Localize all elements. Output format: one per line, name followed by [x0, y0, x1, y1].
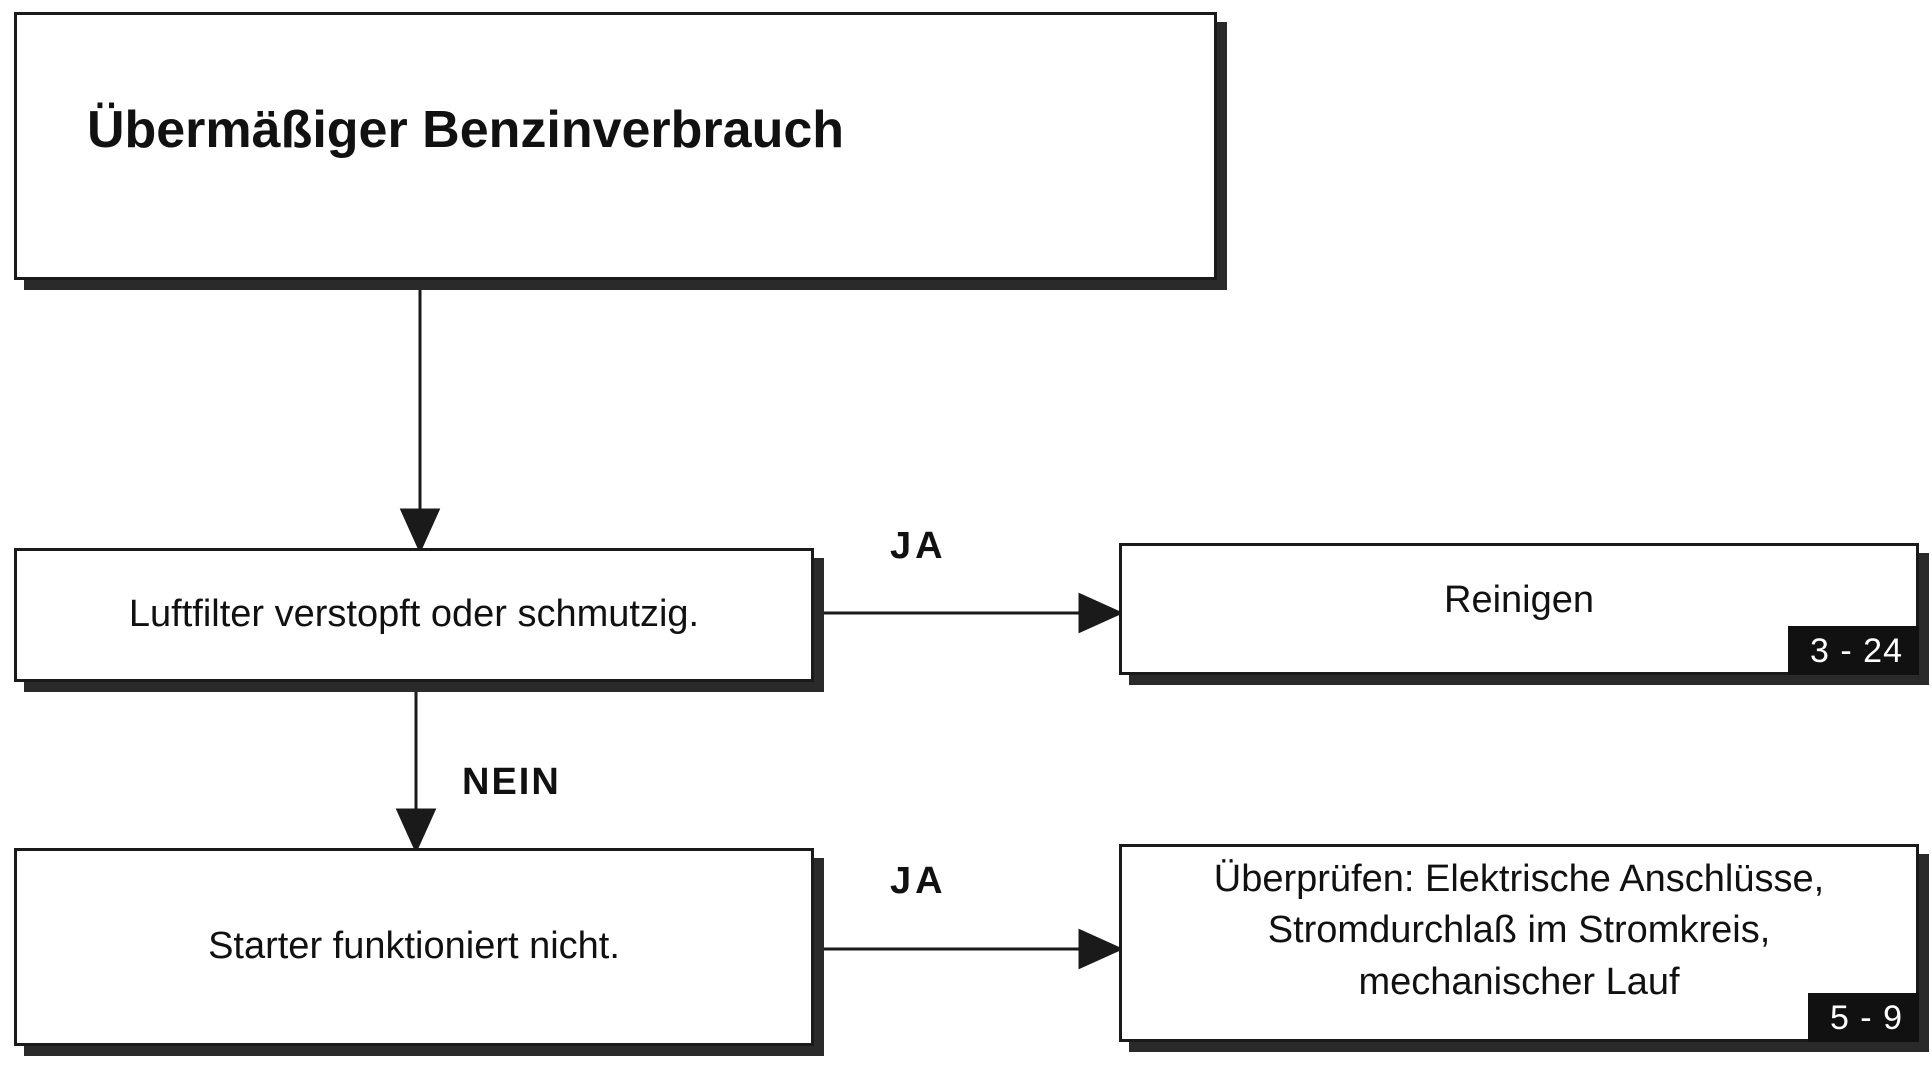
action-2-line-1: Überprüfen: Elektrische Anschlüsse, — [1213, 858, 1825, 901]
diagram-title: Übermäßiger Benzinverbrauch — [86, 101, 845, 159]
action-box-1: Reinigen 3 - 24 — [1119, 543, 1919, 675]
arrowhead-q1 — [399, 508, 441, 554]
action-2-line-2: Stromdurchlaß im Stromkreis, — [1267, 909, 1771, 952]
reference-badge-2: 5 - 9 — [1807, 993, 1919, 1042]
reference-badge-1: 3 - 24 — [1788, 626, 1919, 675]
action-1-text: Reinigen — [1444, 575, 1594, 626]
question-box-2: Starter funktioniert nicht. — [14, 848, 814, 1046]
yes-label-2: JA — [890, 860, 947, 902]
action-2-line-3: mechanischer Lauf — [1358, 960, 1680, 1003]
arrowhead-a2 — [1078, 928, 1124, 970]
title-box: Übermäßiger Benzinverbrauch — [14, 12, 1217, 280]
arrowhead-q2 — [395, 808, 437, 854]
action-box-2: Überprüfen: Elektrische Anschlüsse, Stro… — [1119, 844, 1919, 1042]
question-box-1: Luftfilter verstopft oder schmutzig. — [14, 548, 814, 682]
arrowhead-a1 — [1078, 592, 1124, 634]
yes-label-1: JA — [890, 525, 947, 567]
action-2-text: Überprüfen: Elektrische Anschlüsse, Stro… — [1214, 854, 1824, 1008]
action-1-line-1: Reinigen — [1444, 579, 1594, 622]
question-1-text: Luftfilter verstopft oder schmutzig. — [128, 593, 700, 636]
no-label: NEIN — [462, 761, 561, 803]
question-2-text: Starter funktioniert nicht. — [208, 925, 620, 968]
